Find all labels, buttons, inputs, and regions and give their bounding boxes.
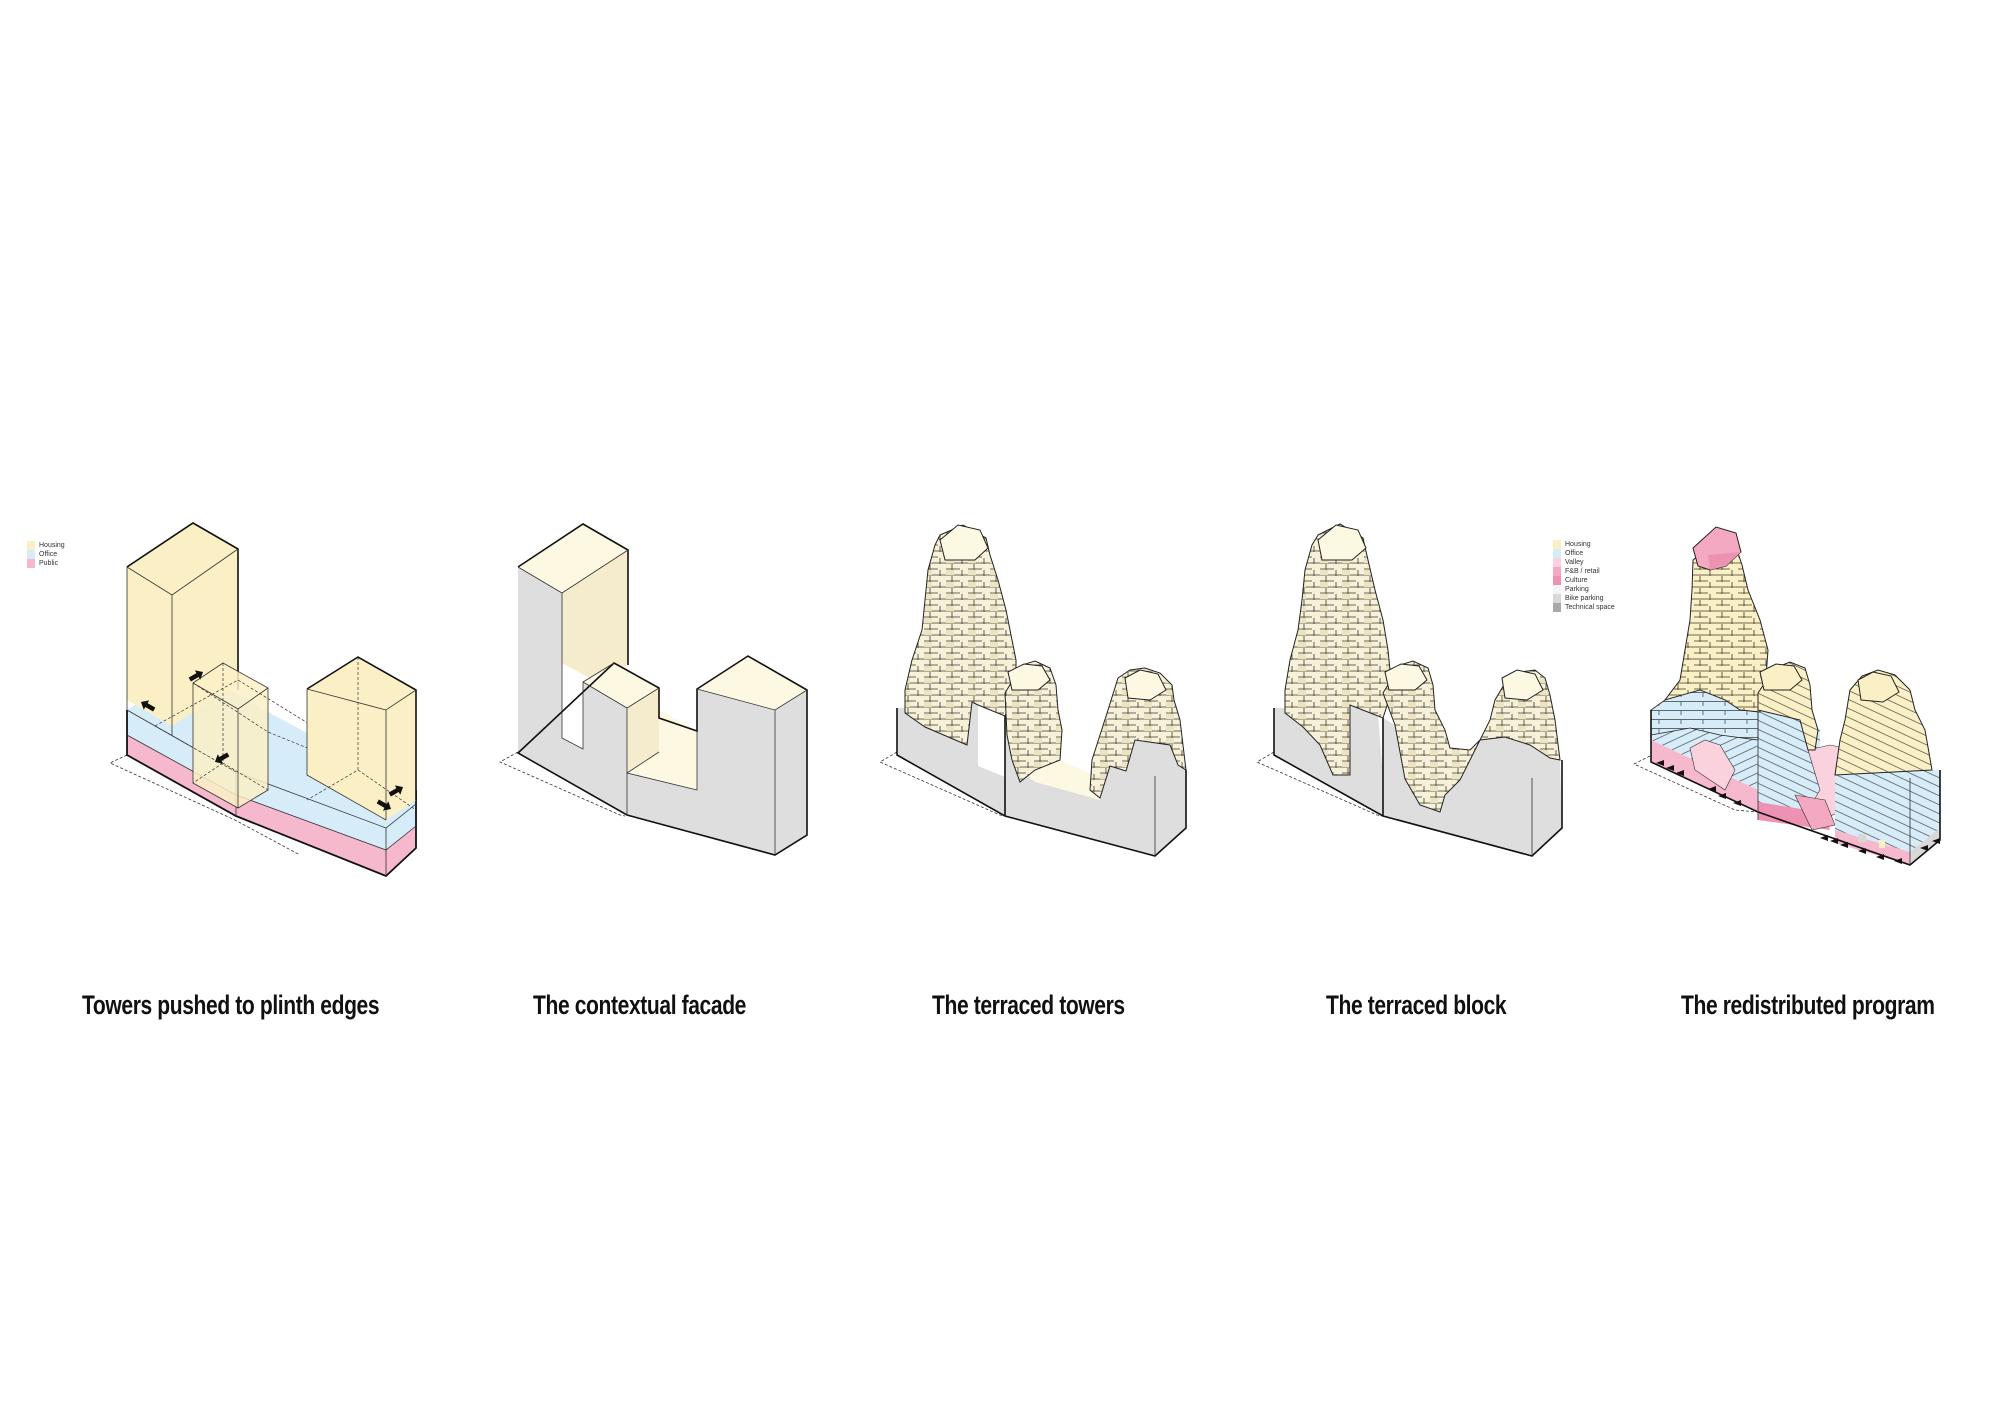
- legend-program-detailed: Housing Office Valley F&B / retail Cultu…: [1553, 540, 1615, 612]
- legend-item-technical-space: Technical space: [1553, 603, 1615, 612]
- legend-item-office: Office: [27, 550, 65, 559]
- legend-item-housing: Housing: [1553, 540, 1615, 549]
- legend-program-basic: Housing Office Public: [27, 541, 65, 568]
- legend-item-public: Public: [27, 559, 65, 568]
- office-swatch: [1553, 549, 1561, 558]
- diagram-terraced-towers: [879, 524, 1187, 857]
- diagram-towers-pushed-to-plinth-edges: [109, 522, 417, 878]
- caption-contextual-facade: The contextual facade: [533, 990, 747, 1020]
- caption-terraced-block: The terraced block: [1326, 990, 1507, 1020]
- legend-item-fb-retail: F&B / retail: [1553, 567, 1615, 576]
- housing-swatch: [27, 541, 35, 550]
- diagram-contextual-facade: [499, 523, 808, 856]
- legend-item-parking: Parking: [1553, 585, 1615, 594]
- bike-parking-swatch: [1553, 594, 1561, 603]
- caption-towers-pushed-to-plinth-edges: Towers pushed to plinth edges: [82, 990, 380, 1020]
- caption-terraced-towers: The terraced towers: [932, 990, 1125, 1020]
- technical-space-swatch: [1553, 603, 1561, 612]
- legend-item-bike-parking: Bike parking: [1553, 594, 1615, 603]
- legend-item-valley: Valley: [1553, 558, 1615, 567]
- housing-swatch: [1553, 540, 1561, 549]
- diagram-redistributed-program: [1633, 526, 1941, 866]
- office-swatch: [27, 550, 35, 559]
- entrance-arrows: [1656, 760, 1940, 864]
- parking-swatch: [1553, 585, 1561, 594]
- caption-redistributed-program: The redistributed program: [1681, 990, 1935, 1020]
- culture-swatch: [1553, 576, 1561, 585]
- diagram-terraced-block: [1256, 523, 1563, 857]
- valley-swatch: [1553, 558, 1561, 567]
- legend-item-housing: Housing: [27, 541, 65, 550]
- legend-item-office: Office: [1553, 549, 1615, 558]
- legend-item-culture: Culture: [1553, 576, 1615, 585]
- public-swatch: [27, 559, 35, 568]
- fb-retail-swatch: [1553, 567, 1561, 576]
